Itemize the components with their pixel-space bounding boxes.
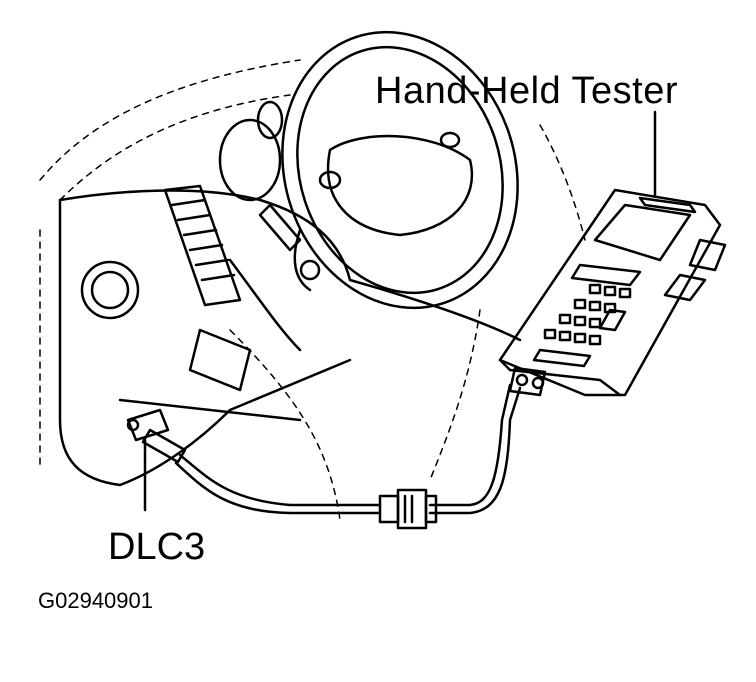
tester-label: Hand-Held Tester	[375, 70, 679, 112]
figure-code: G02940901	[38, 588, 153, 613]
cable	[174, 383, 522, 530]
dlc3-label: DLC3	[108, 526, 206, 568]
steering-wheel	[218, 30, 519, 310]
dashboard	[58, 184, 522, 487]
windshield-frame	[39, 59, 586, 521]
dlc3-connector	[126, 408, 187, 464]
hand-held-tester	[498, 188, 727, 397]
